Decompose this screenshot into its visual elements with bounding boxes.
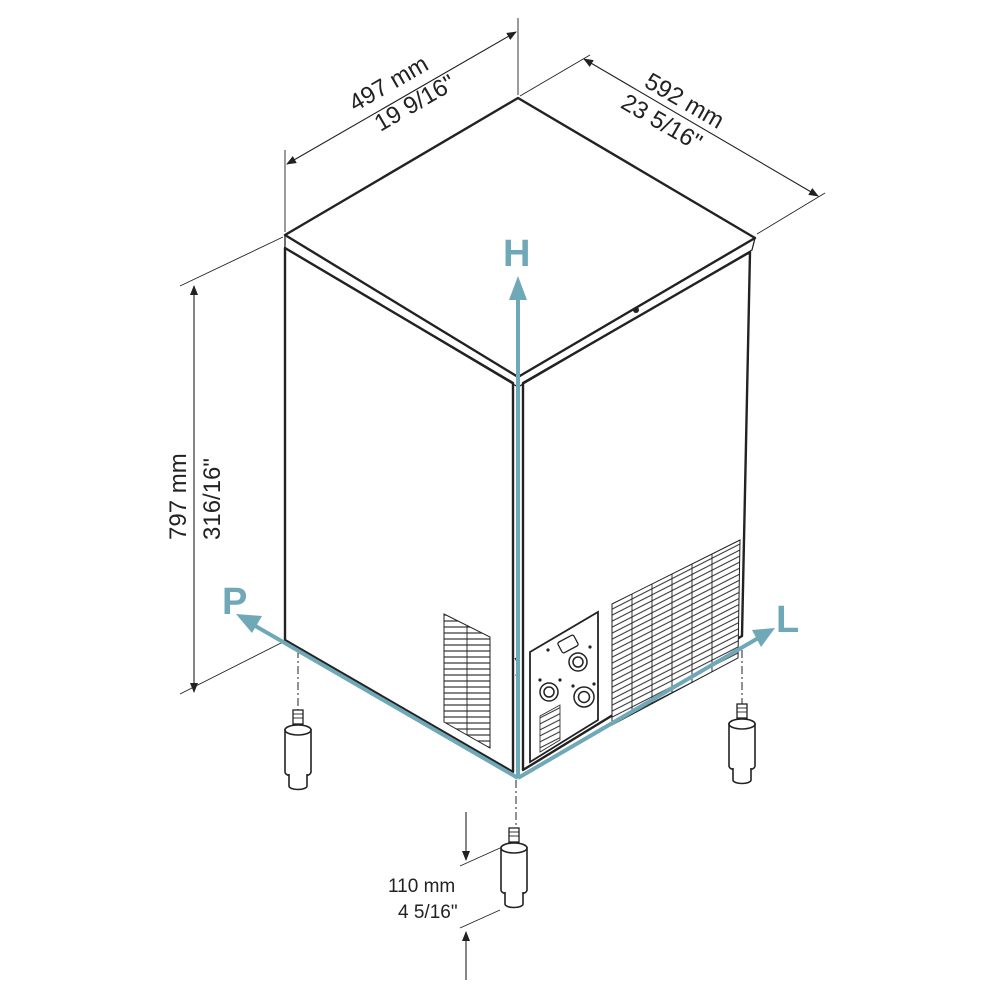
depth-axis-label: P xyxy=(222,581,247,623)
height-imperial-label: 316/16" xyxy=(199,458,226,540)
foot-right xyxy=(728,703,756,785)
foot-metric-label: 110 mm xyxy=(388,876,455,897)
length-axis-arrow xyxy=(516,635,762,780)
foot-left xyxy=(284,709,312,791)
width-dimension-arrow xyxy=(286,31,517,165)
axis-arrows: H P L xyxy=(222,233,799,780)
foot-imperial-label: 4 5/16" xyxy=(398,902,458,923)
dimension-lines xyxy=(179,18,826,980)
water-inlet-fitting xyxy=(568,652,588,672)
feet xyxy=(284,650,756,909)
height-metric-label: 797 mm xyxy=(165,453,192,540)
front-louver-grille xyxy=(611,539,741,726)
height-axis-label: H xyxy=(503,233,530,275)
panel-vent xyxy=(539,704,561,753)
length-axis-label: L xyxy=(776,599,799,641)
depth-axis-arrow xyxy=(250,622,520,780)
outlet-fitting xyxy=(573,686,595,708)
drain-fitting xyxy=(539,682,559,702)
depth-dimension-arrow xyxy=(583,58,819,197)
cabinet xyxy=(283,96,757,774)
connection-panel xyxy=(514,610,599,764)
foot-front xyxy=(500,827,528,909)
lid-screw xyxy=(633,307,639,313)
